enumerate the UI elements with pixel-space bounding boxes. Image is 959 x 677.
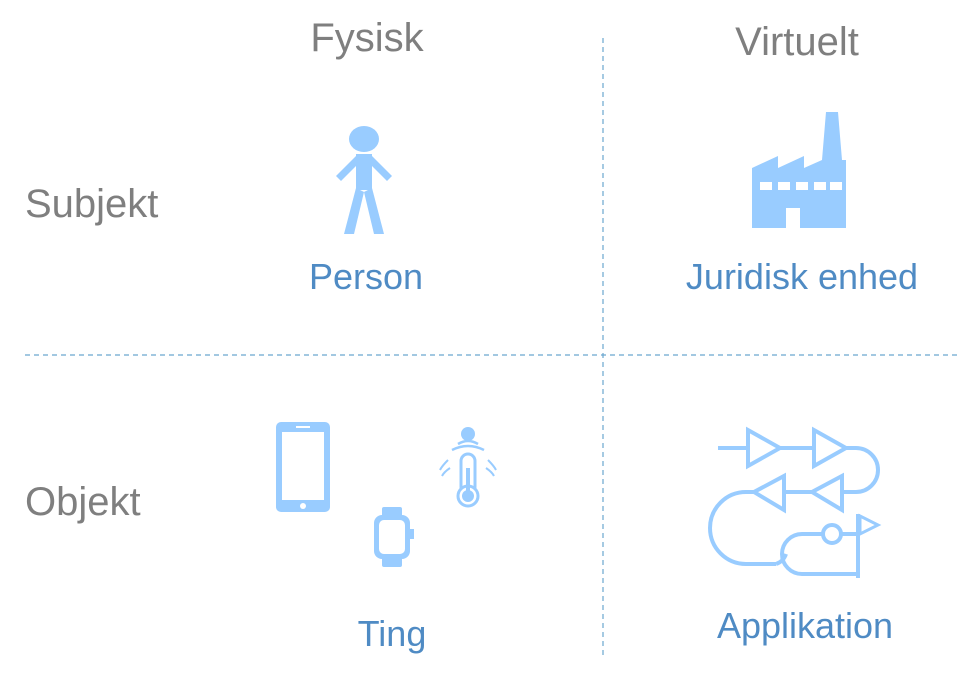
cell-label-person: Person [308, 256, 424, 297]
factory-icon [752, 112, 846, 228]
smartphone-icon [276, 422, 330, 512]
cell-label-application: Applikation [716, 605, 894, 646]
column-header-physical: Fysisk [310, 16, 424, 60]
cell-label-thing: Ting [357, 613, 427, 654]
iot-thermometer-icon [439, 427, 497, 508]
cell-label-legal-entity: Juridisk enhed [685, 256, 919, 297]
column-header-virtual: Virtuelt [735, 20, 859, 64]
smartwatch-icon [374, 507, 414, 567]
row-header-object: Objekt [25, 480, 141, 524]
process-flow-icon [708, 426, 882, 578]
person-icon [336, 126, 392, 234]
row-header-subject: Subjekt [25, 182, 159, 226]
